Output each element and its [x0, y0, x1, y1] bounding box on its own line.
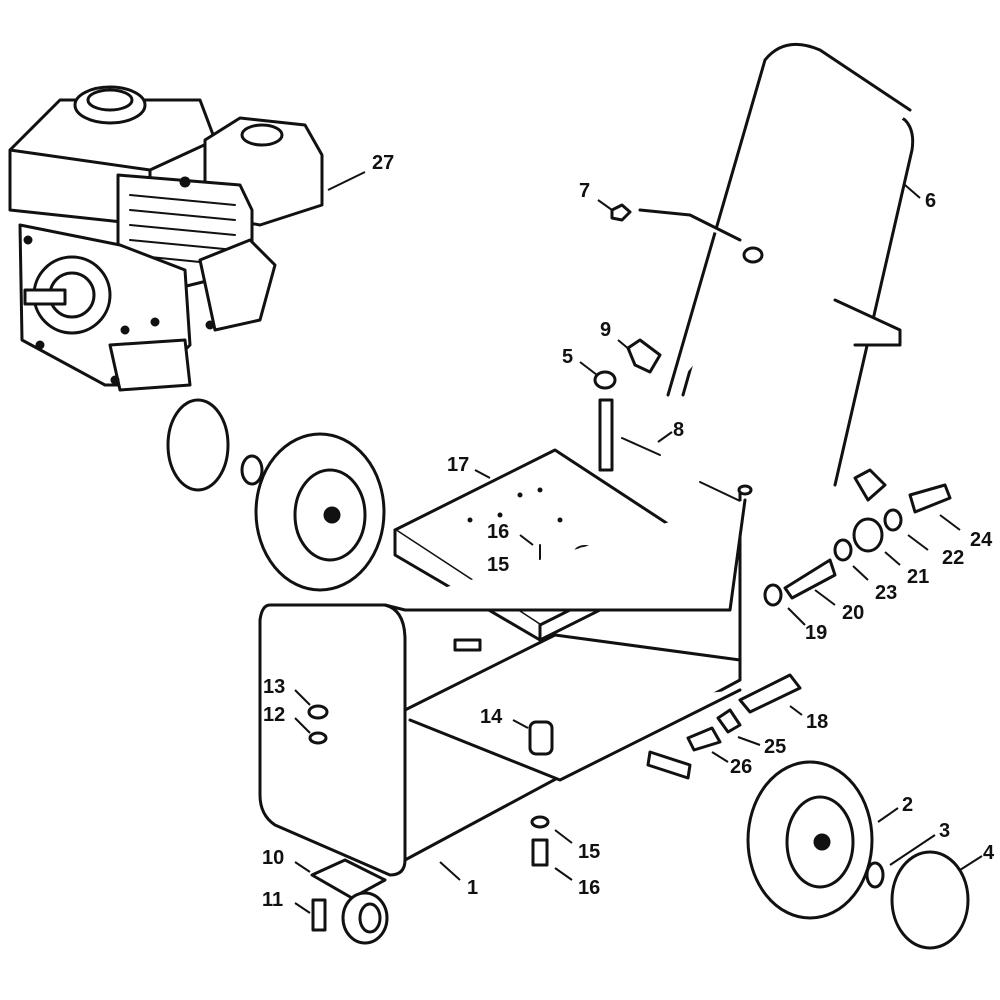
- post-cap: [593, 370, 617, 390]
- leader-3: [889, 834, 936, 866]
- leader-19: [787, 607, 806, 626]
- engine: [8, 85, 324, 392]
- post: [598, 398, 614, 472]
- callout-20: 20: [842, 602, 865, 624]
- nut-15-bottom: [530, 815, 550, 829]
- rear-wheel-left: [254, 432, 386, 592]
- clamp-handle: [853, 468, 887, 502]
- leader-16-bottom: [554, 867, 573, 881]
- leader-21: [884, 551, 901, 566]
- callout-16b: 16: [578, 877, 601, 899]
- leader-12: [294, 717, 311, 734]
- caster-wheel: [310, 858, 389, 945]
- callout-5: 5: [562, 346, 574, 368]
- callout-8: 8: [673, 419, 685, 441]
- cap: [610, 203, 632, 222]
- callout-1: 1: [467, 877, 479, 899]
- callout-2: 2: [902, 794, 914, 816]
- leader-17: [474, 469, 491, 479]
- nut-13: [307, 704, 329, 720]
- handle: [638, 42, 915, 487]
- hub-cover: [890, 850, 970, 950]
- callout-18: 18: [806, 711, 829, 733]
- bolt-8: [621, 437, 661, 456]
- hub-cover-left: [166, 398, 264, 492]
- bumper: [528, 720, 554, 756]
- callout-21: 21: [907, 566, 930, 588]
- bolt-long: [699, 481, 739, 501]
- callout-23: 23: [875, 582, 898, 604]
- leader-9: [617, 339, 631, 351]
- callout-15b: 15: [578, 841, 601, 863]
- leader-22: [907, 534, 929, 551]
- callout-4: 4: [983, 842, 995, 864]
- callout-16a: 16: [487, 521, 510, 543]
- leader-4: [959, 855, 983, 871]
- coupler-21: [852, 517, 884, 553]
- leader-18: [789, 705, 803, 716]
- leader-15-bottom: [554, 829, 573, 844]
- callout-14: 14: [480, 706, 503, 728]
- callout-27: 27: [372, 152, 395, 174]
- leader-10: [294, 861, 311, 873]
- leader-5: [579, 361, 598, 376]
- callout-22: 22: [942, 547, 965, 569]
- callout-15a: 15: [487, 554, 510, 576]
- callout-9: 9: [600, 319, 612, 341]
- callout-11: 11: [262, 889, 284, 911]
- washer-19: [763, 583, 783, 607]
- callout-12: 12: [263, 704, 286, 726]
- elbow-25: [716, 708, 742, 734]
- leader-14: [512, 719, 529, 729]
- bolt-11: [311, 898, 327, 932]
- bolt-16-bottom: [531, 838, 549, 867]
- clamp: [626, 338, 662, 374]
- leader-2: [877, 807, 899, 823]
- washer-12: [308, 731, 328, 745]
- leader-24: [939, 514, 961, 531]
- callout-24: 24: [970, 529, 993, 551]
- nozzle-20: [783, 558, 837, 600]
- sleeve-26: [686, 726, 722, 752]
- callout-6: 6: [925, 190, 937, 212]
- leader-7: [597, 199, 613, 211]
- fitting-24: [908, 483, 952, 514]
- leader-27: [327, 171, 366, 191]
- nipple-18: [738, 673, 802, 714]
- leader-13: [294, 689, 311, 706]
- callout-19: 19: [805, 622, 828, 644]
- callout-26: 26: [730, 756, 753, 778]
- wheel: [746, 760, 874, 920]
- washer-22: [883, 508, 903, 532]
- callout-3: 3: [939, 820, 951, 842]
- callout-17: 17: [447, 454, 470, 476]
- leader-6: [904, 184, 921, 199]
- callout-7: 7: [579, 180, 591, 202]
- leader-25: [737, 736, 761, 746]
- leader-11: [294, 902, 311, 914]
- leader-1: [439, 861, 461, 881]
- leader-16-top: [519, 534, 534, 546]
- leader-26: [711, 751, 729, 763]
- washer-3: [865, 861, 885, 889]
- frame: [258, 484, 753, 877]
- leader-20: [814, 589, 836, 606]
- leader-8: [657, 431, 673, 443]
- callout-25: 25: [764, 736, 787, 758]
- callout-10: 10: [262, 847, 285, 869]
- ring-23: [833, 538, 853, 562]
- leader-23: [852, 565, 869, 581]
- callout-13: 13: [263, 676, 286, 698]
